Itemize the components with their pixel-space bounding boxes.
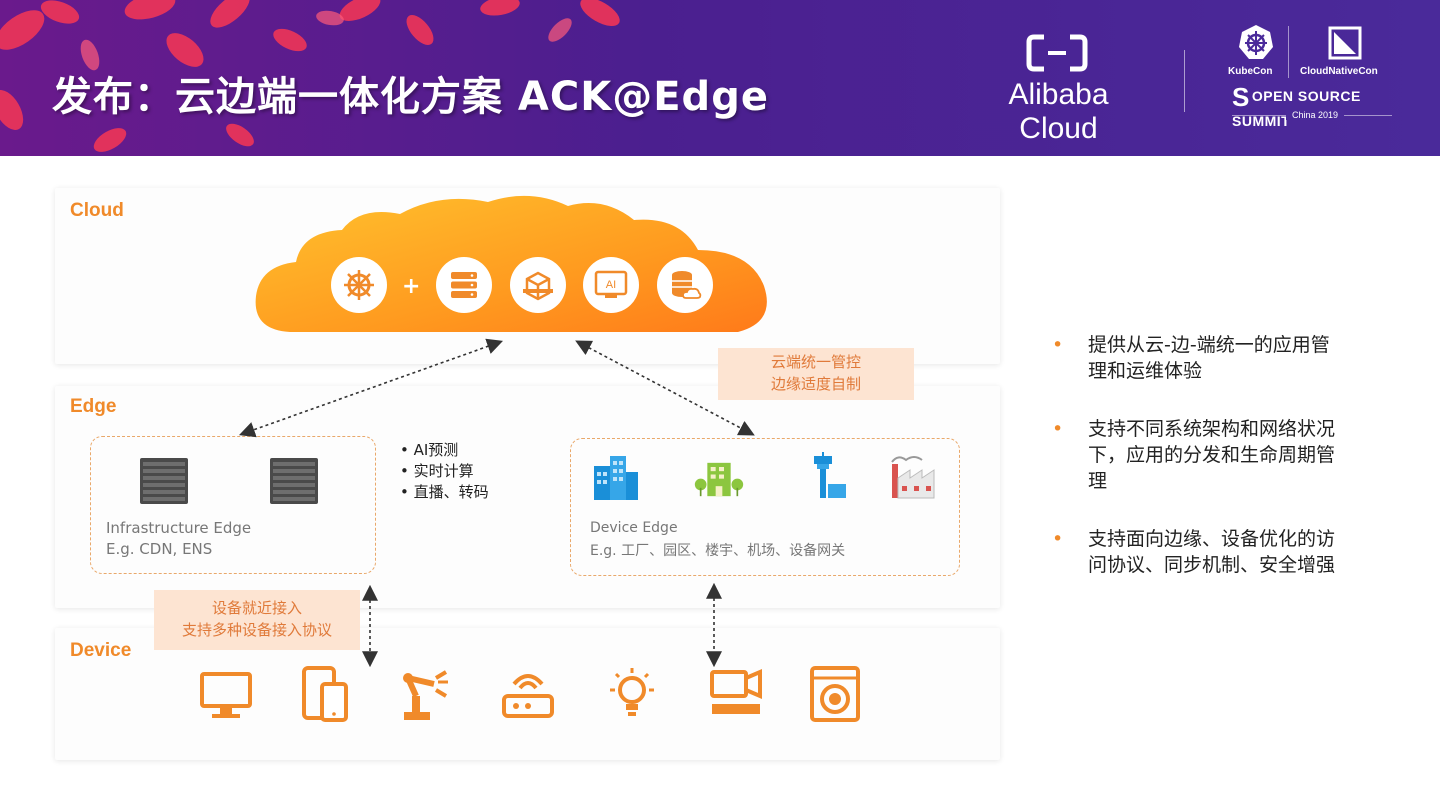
edge-layer-label: Edge xyxy=(70,396,117,417)
ai-icon-text: AI xyxy=(606,279,616,291)
office-buildings-icon xyxy=(594,456,638,500)
infrastructure-edge-title: Infrastructure Edge xyxy=(106,519,252,537)
monitor-icon xyxy=(200,672,252,718)
database-cloud-icon xyxy=(657,257,713,313)
device-edge-title: Device Edge xyxy=(590,520,678,536)
edge-feature-item: • 直播、转码 xyxy=(400,483,489,501)
airport-tower-icon xyxy=(814,452,846,498)
edge-feature-list: • AI预测 • 实时计算 • 直播、转码 xyxy=(400,440,489,503)
oss-s-letter: S xyxy=(1232,82,1250,112)
bullet-dot: • xyxy=(1052,528,1064,550)
callout-line: 设备就近接入 xyxy=(211,599,302,617)
phone-tablet-icon xyxy=(302,666,348,722)
bullet-item: • 提供从云-边-端统一的应用管理和运维体验 xyxy=(1050,332,1340,384)
event-year: China 2019 xyxy=(1286,110,1345,120)
cloudnativecon-label: CloudNativeCon xyxy=(1300,66,1378,77)
oss-text: OPEN SOURCE SUMMIT xyxy=(1232,88,1361,129)
light-bulb-icon xyxy=(610,668,654,716)
header-divider xyxy=(1184,50,1185,112)
server-rack-icon xyxy=(140,458,188,504)
bullet-item: • 支持不同系统架构和网络状况下，应用的分发和生命周期管理 xyxy=(1050,416,1340,494)
plus-sign: + xyxy=(402,274,421,299)
cloudnativecon-icon xyxy=(1328,26,1362,60)
callout-line: 边缘适度自制 xyxy=(770,375,861,393)
washing-machine-icon xyxy=(810,666,860,722)
edge-feature-item: • 实时计算 xyxy=(400,462,474,480)
callout-line: 云端统一管控 xyxy=(770,353,861,371)
cloud-edge-callout: 云端统一管控 边缘适度自制 xyxy=(718,348,914,400)
device-edge-box xyxy=(570,438,960,576)
container-box-icon xyxy=(510,257,566,313)
bullet-text: 支持面向边缘、设备优化的访问协议、同步机制、安全增强 xyxy=(1088,528,1336,576)
server-stack-icon xyxy=(436,257,492,313)
kubernetes-helm-icon xyxy=(331,257,387,313)
bullet-dot: • xyxy=(1052,334,1064,356)
callout-line: 支持多种设备接入协议 xyxy=(181,621,332,639)
robot-arm-icon xyxy=(403,670,448,720)
kubecon-label: KubeCon xyxy=(1228,66,1273,77)
alibaba-cloud-text: Alibaba Cloud xyxy=(1008,78,1109,145)
server-rack-icon xyxy=(270,458,318,504)
bullet-item: • 支持面向边缘、设备优化的访问协议、同步机制、安全增强 xyxy=(1050,526,1340,578)
infrastructure-edge-examples: E.g. CDN, ENS xyxy=(106,540,213,558)
device-edge-examples: E.g. 工厂、园区、楼宇、机场、设备网关 xyxy=(590,543,846,559)
infrastructure-edge-box xyxy=(90,436,376,574)
bullet-dot: • xyxy=(1052,418,1064,440)
factory-icon xyxy=(891,456,935,499)
bullet-text: 提供从云-边-端统一的应用管理和运维体验 xyxy=(1088,334,1330,382)
bullet-text: 支持不同系统架构和网络状况下，应用的分发和生命周期管理 xyxy=(1088,418,1336,492)
decorative-leaves-icon xyxy=(0,0,620,152)
park-building-icon xyxy=(694,462,744,497)
device-access-callout: 设备就近接入 支持多种设备接入协议 xyxy=(154,590,360,650)
router-icon xyxy=(502,674,554,718)
camera-icon xyxy=(710,668,762,714)
feature-bullets: • 提供从云-边-端统一的应用管理和运维体验 • 支持不同系统架构和网络状况下，… xyxy=(1050,332,1340,610)
kubecon-separator xyxy=(1288,26,1289,78)
ai-chip-icon: AI xyxy=(583,257,639,313)
alibaba-cloud-logo: Alibaba Cloud xyxy=(966,28,1151,145)
alibaba-cloud-mark-icon xyxy=(1026,34,1088,72)
kubecon-helm-icon xyxy=(1239,25,1273,59)
edge-feature-item: • AI预测 xyxy=(400,441,459,459)
device-layer-label: Device xyxy=(70,640,132,661)
header-banner: 发布：云边端一体化方案 ACK@Edge Alibaba Cloud KubeC… xyxy=(0,0,1440,156)
cloud-layer-label: Cloud xyxy=(70,200,124,221)
page-title: 发布：云边端一体化方案 ACK@Edge xyxy=(52,74,769,120)
